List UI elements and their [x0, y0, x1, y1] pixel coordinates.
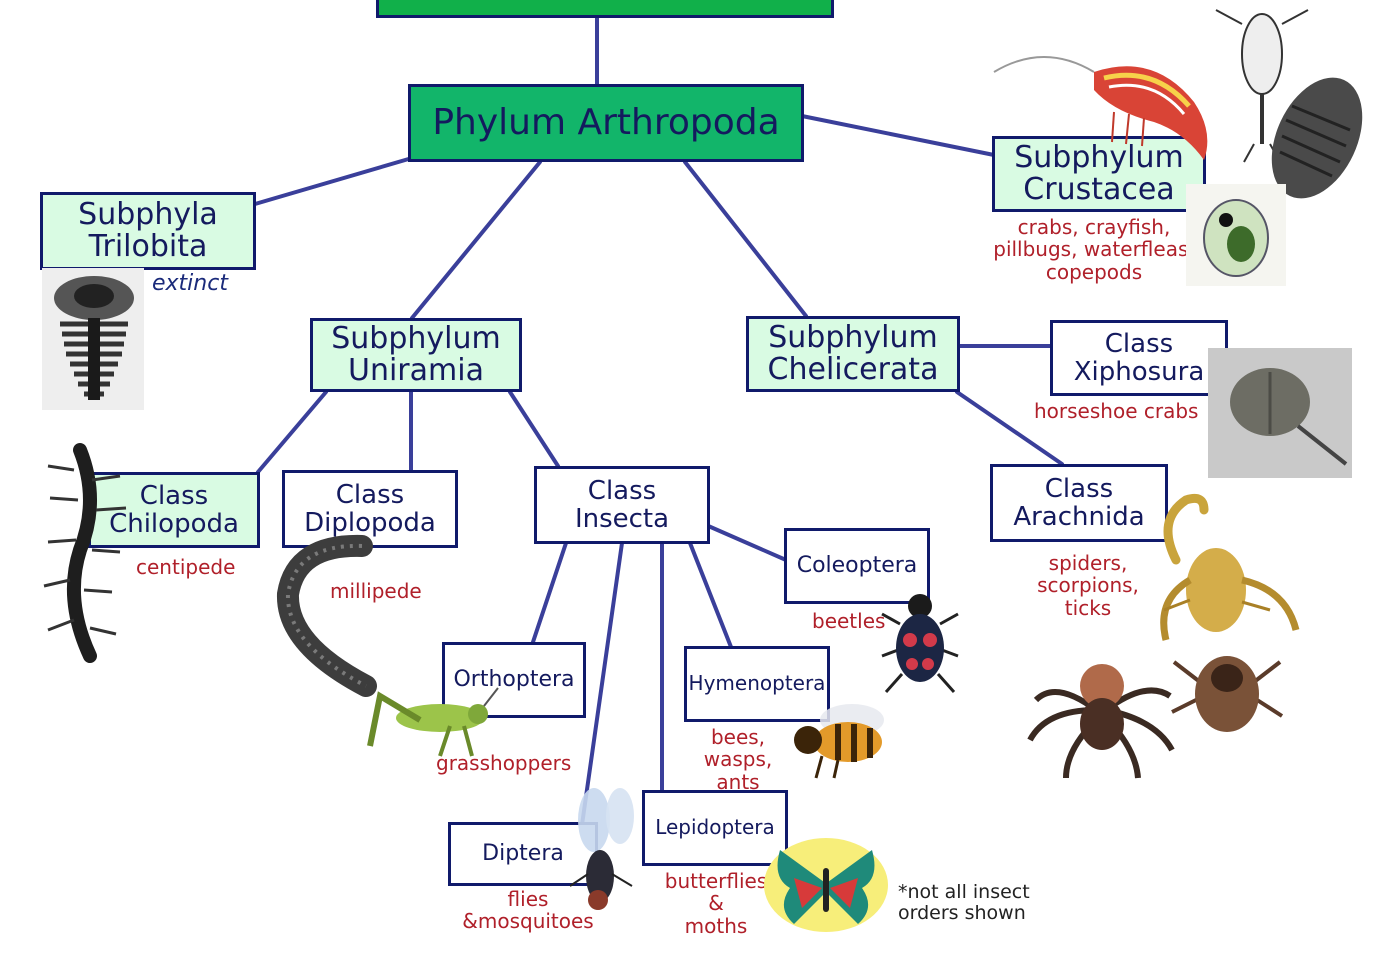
pillbug-icon [1271, 77, 1363, 199]
diptera-note-2: &mosquitoes [462, 909, 594, 934]
arachnida-line1: Class [1044, 473, 1114, 504]
arachnida-note-2: scorpions, [1037, 573, 1139, 598]
grasshopper-icon [367, 687, 499, 757]
coleoptera-note: beetles [812, 609, 886, 633]
orthoptera-note: grasshoppers [436, 751, 572, 775]
hymenoptera-label: Hymenoptera [688, 671, 826, 696]
bee-icon [794, 704, 884, 779]
coleoptera-label: Coleoptera [796, 553, 918, 579]
chilopoda-note: centipede [136, 555, 236, 579]
order-hymenoptera-box: Hymenoptera [684, 646, 830, 722]
lepidoptera-label: Lepidoptera [655, 815, 775, 840]
phylum-label: Phylum Arthropoda [432, 101, 780, 143]
chilopoda-line2: Chilopoda [109, 509, 239, 539]
subphylum-crustacea-box: Subphylum Crustacea [992, 136, 1206, 212]
class-xiphosura-box: Class Xiphosura [1050, 320, 1228, 396]
diplopoda-note: millipede [330, 579, 422, 603]
line-chelicerata-arachnida [955, 390, 1064, 466]
millipede-icon [277, 534, 377, 697]
fly-icon [569, 788, 634, 910]
order-orthoptera-box: Orthoptera [442, 642, 586, 718]
arachnida-note-1: spiders, [1048, 551, 1128, 575]
xiphosura-note: horseshoe crabs [1034, 399, 1199, 423]
crustacea-note-2: pillbugs, waterfleas, [993, 237, 1195, 262]
waterflea-icon [1186, 184, 1286, 286]
butterfly-icon [764, 838, 888, 932]
trilobite-icon [42, 268, 144, 410]
uniramia-line1: Subphylum [331, 320, 501, 356]
arachnida-note-3: ticks [1064, 595, 1112, 620]
footnote-line1: *not all insect [898, 881, 1030, 903]
trilobita-line2: Trilobita [88, 229, 208, 264]
chelicerata-line1: Subphylum [768, 319, 938, 355]
crustacea-line1: Subphylum [1014, 139, 1184, 175]
tick-icon [1171, 656, 1284, 732]
line-insecta-hymenoptera [688, 541, 733, 649]
subphylum-chelicerata-box: Subphylum Chelicerata [746, 316, 960, 392]
lepidoptera-note-2: moths [684, 913, 748, 938]
subphyla-trilobita-box: Subphyla Trilobita [40, 192, 256, 270]
beetle-icon [881, 594, 959, 693]
diplopoda-line2: Diplopoda [304, 508, 436, 538]
line-phylum-trilobita [253, 156, 414, 206]
shrimp-icon [993, 56, 1208, 160]
crustacea-note: crabs, crayfish, pillbugs, waterfleas, c… [986, 215, 1202, 284]
class-insecta-box: Class Insecta [534, 466, 710, 544]
insecta-line2: Insecta [574, 504, 670, 534]
hymenoptera-note-2: wasps, ants [703, 747, 773, 794]
insecta-line1: Class [587, 475, 657, 506]
crustacea-line2: Crustacea [1023, 172, 1175, 207]
trilobita-line1: Subphyla [78, 196, 218, 232]
line-phylum-uniramia [410, 160, 542, 320]
footnote-line2: orders shown [898, 902, 1026, 925]
trilobita-note: extinct [152, 271, 228, 296]
crustacea-note-3: copepods [1045, 259, 1143, 284]
centipede-icon [43, 443, 127, 663]
footnote: *not all insect orders shown [898, 881, 1030, 925]
order-lepidoptera-box: Lepidoptera [642, 790, 788, 866]
line-uniramia-chilopoda [256, 390, 328, 474]
diplopoda-line1: Class [335, 479, 405, 510]
lepidoptera-note-1: butterflies & [664, 869, 768, 916]
line-uniramia-insecta [508, 390, 560, 468]
uniramia-line2: Uniramia [348, 353, 484, 388]
line-insecta-coleoptera [704, 523, 788, 562]
subphylum-uniramia-box: Subphylum Uniramia [310, 318, 522, 392]
xiphosura-line2: Xiphosura [1073, 357, 1205, 387]
scorpion-icon [1160, 493, 1300, 641]
hymenoptera-note-1: bees, [710, 725, 766, 749]
order-diptera-box: Diptera [448, 822, 598, 886]
line-insecta-orthoptera [531, 541, 568, 644]
chelicerata-line2: Chelicerata [767, 352, 939, 387]
line-phylum-chelicerata [683, 160, 808, 318]
class-diplopoda-box: Class Diplopoda [282, 470, 458, 548]
line-phylum-crustacea [800, 114, 996, 157]
diptera-note-1: flies [507, 887, 549, 911]
kingdom-box [376, 0, 834, 18]
arachnida-line2: Arachnida [1013, 502, 1145, 532]
copepod-icon [1215, 9, 1309, 163]
spider-icon [1027, 664, 1175, 779]
diptera-label: Diptera [482, 841, 564, 867]
order-coleoptera-box: Coleoptera [784, 528, 930, 604]
lepidoptera-note: butterflies & moths [654, 870, 778, 937]
diptera-note: flies &mosquitoes [462, 888, 594, 933]
crustacea-note-1: crabs, crayfish, [1017, 215, 1171, 239]
phylum-arthropoda-box: Phylum Arthropoda [408, 84, 804, 162]
chilopoda-line1: Class [139, 480, 209, 511]
horseshoe-crab-icon [1208, 348, 1352, 478]
hymenoptera-note: bees, wasps, ants [680, 726, 796, 793]
class-arachnida-box: Class Arachnida [990, 464, 1168, 542]
xiphosura-line1: Class [1104, 328, 1174, 359]
orthoptera-label: Orthoptera [453, 667, 575, 693]
arachnida-note: spiders, scorpions, ticks [1026, 551, 1150, 620]
